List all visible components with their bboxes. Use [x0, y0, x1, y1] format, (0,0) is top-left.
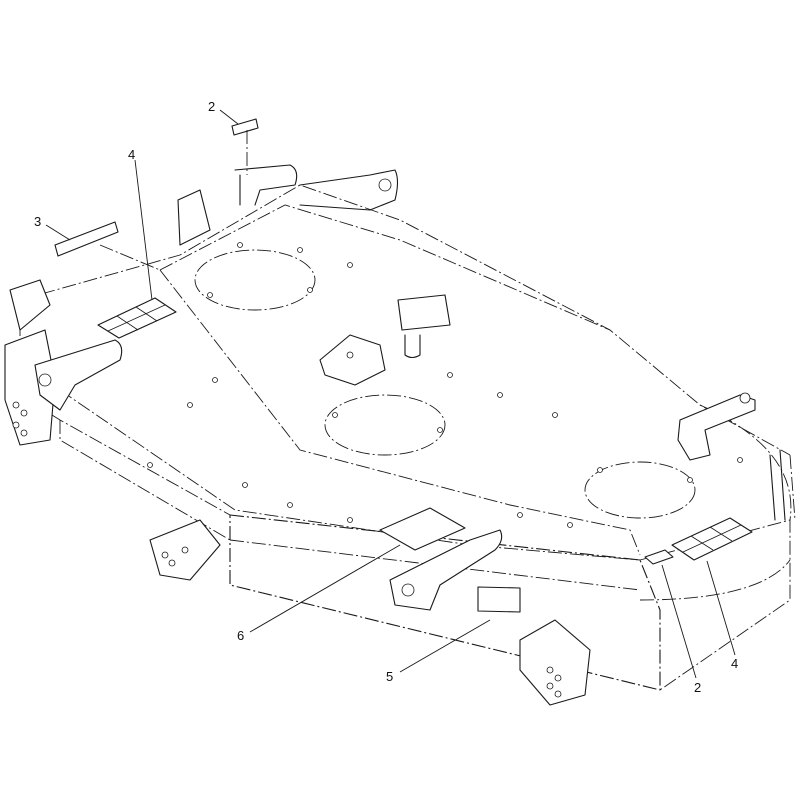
decal-4-right — [671, 517, 753, 561]
rear-lift-bracket — [177, 164, 399, 246]
callout-4-right: 4 — [731, 656, 738, 671]
front-center-bracket — [389, 529, 503, 611]
decal-5 — [477, 586, 521, 613]
leader-lines — [45, 109, 736, 679]
right-rear-bracket — [677, 392, 786, 521]
decal-6 — [379, 507, 466, 551]
decal-2-bottom — [644, 549, 674, 565]
callout-5: 5 — [386, 669, 393, 684]
decal-4-left — [97, 297, 177, 339]
mounting-holes — [147, 242, 743, 528]
front-right-wheel-bracket — [519, 619, 591, 706]
left-lower-bracket — [149, 519, 221, 581]
callout-2-top: 2 — [208, 99, 215, 114]
callout-6: 6 — [237, 628, 244, 643]
callout-labels: 2 4 3 6 5 2 4 — [34, 99, 738, 695]
callout-4-left: 4 — [128, 147, 135, 162]
left-wheel-bracket — [4, 279, 123, 446]
blade-openings — [194, 249, 696, 519]
center-mount-block — [319, 294, 451, 386]
decal-2-top — [231, 118, 259, 136]
decal-3 — [54, 221, 119, 257]
callout-3: 3 — [34, 214, 41, 229]
callout-2-bottom: 2 — [694, 680, 701, 695]
